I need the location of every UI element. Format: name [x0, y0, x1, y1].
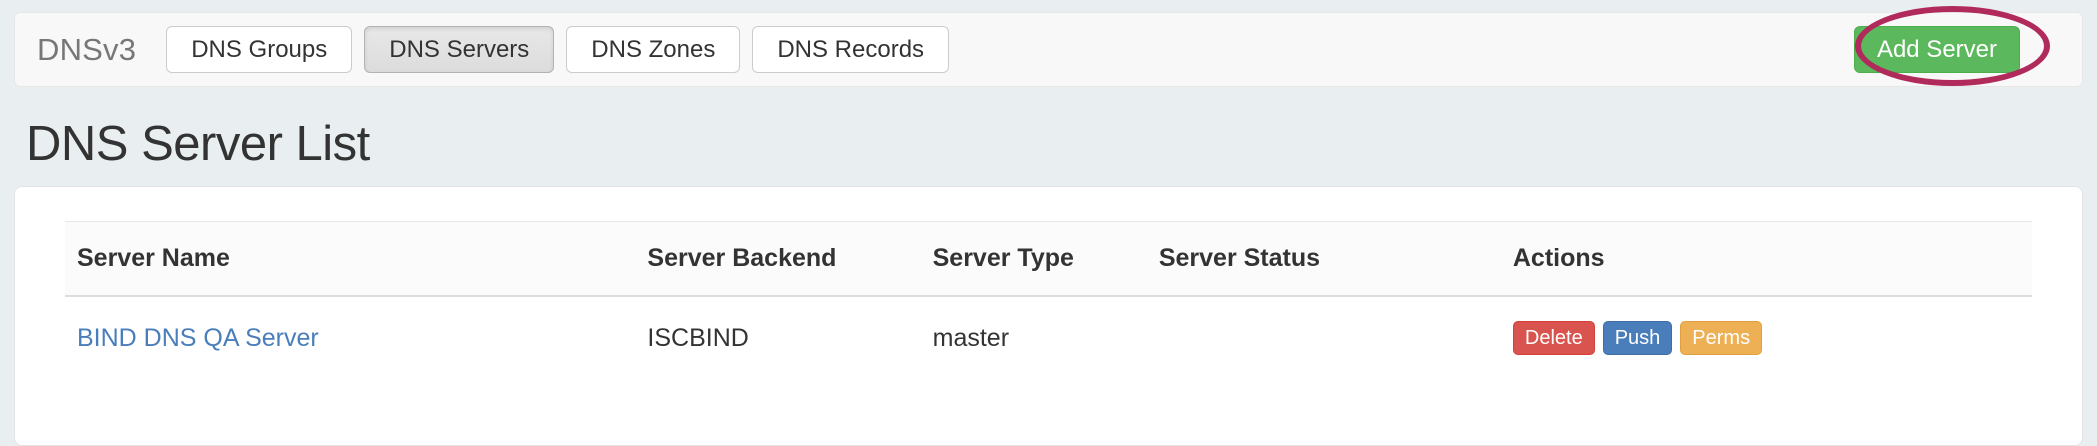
perms-button[interactable]: Perms — [1680, 321, 1763, 355]
navbar: DNSv3 DNS Groups DNS Servers DNS Zones D… — [14, 12, 2083, 87]
cell-server-type: master — [932, 323, 1010, 352]
push-button[interactable]: Push — [1602, 321, 1673, 355]
cell-server-name: BIND DNS QA Server — [65, 296, 635, 379]
brand-logo[interactable]: DNSv3 — [37, 31, 137, 67]
nav-button-dns-zones[interactable]: DNS Zones — [566, 26, 741, 73]
nav-button-dns-records[interactable]: DNS Records — [752, 26, 950, 73]
column-header-server-backend: Server Backend — [635, 221, 921, 297]
page-title: DNS Server List — [26, 117, 370, 171]
cell-server-status — [1147, 296, 1501, 379]
delete-button[interactable]: Delete — [1512, 321, 1595, 355]
cell-server-backend: ISCBIND — [647, 323, 749, 352]
dns-server-table: Server Name Server Backend Server Type S… — [65, 221, 2032, 379]
table-body: BIND DNS QA Server ISCBIND master Delete… — [65, 296, 2032, 379]
column-header-actions: Actions — [1500, 221, 2032, 297]
nav-button-group: DNS Groups DNS Servers DNS Zones DNS Rec… — [166, 26, 1854, 73]
column-header-server-type: Server Type — [920, 221, 1147, 297]
server-name-link[interactable]: BIND DNS QA Server — [77, 323, 319, 352]
content-card: Server Name Server Backend Server Type S… — [14, 186, 2083, 446]
table-row: BIND DNS QA Server ISCBIND master Delete… — [65, 296, 2032, 379]
table-header: Server Name Server Backend Server Type S… — [65, 221, 2032, 297]
action-button-group: Delete Push Perms — [1512, 321, 2024, 355]
cell-actions: Delete Push Perms — [1501, 296, 2032, 379]
add-server-button[interactable]: Add Server — [1853, 26, 2020, 73]
column-header-server-status: Server Status — [1146, 221, 1501, 297]
nav-button-dns-servers[interactable]: DNS Servers — [364, 26, 555, 73]
column-header-server-name: Server Name — [65, 221, 636, 297]
nav-button-dns-groups[interactable]: DNS Groups — [166, 26, 353, 73]
table-header-row: Server Name Server Backend Server Type S… — [65, 221, 2032, 297]
navbar-right-actions: Add Server — [1853, 26, 2068, 73]
